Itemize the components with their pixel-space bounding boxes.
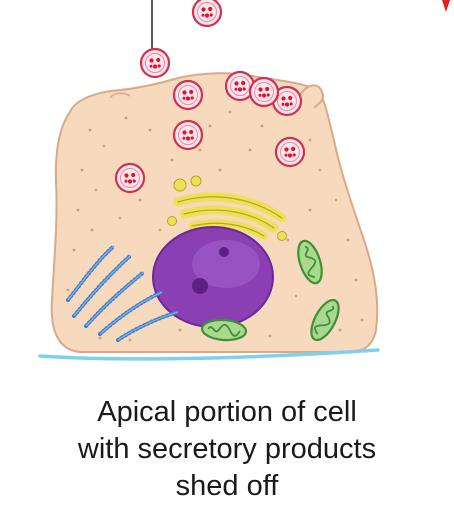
secretory-vesicle: [114, 162, 146, 194]
secretory-vesicle: [172, 119, 204, 151]
apical-bulges: [299, 84, 324, 109]
cytoplasm-granules: [66, 110, 364, 342]
basement-membrane: [38, 348, 380, 361]
apical-fold: [109, 92, 131, 99]
caption-line-1: Apical portion of cell: [97, 396, 357, 428]
nucleus-highlight: [192, 240, 260, 288]
nucleolus: [219, 247, 229, 257]
shed-vesicle: [191, 0, 223, 28]
rer-lumen: [67, 245, 179, 341]
apical-vesicle: [172, 79, 204, 111]
nucleolus: [192, 278, 208, 294]
caption-line-3: shed off: [175, 470, 279, 502]
golgi-apparatus: [173, 192, 287, 240]
caption-line-2: with secretory products: [77, 433, 377, 465]
golgi-vesicles: [167, 175, 287, 241]
secretory-vesicle: [274, 136, 306, 168]
apical-vesicle: [248, 76, 280, 108]
accent-mark: [442, 0, 450, 12]
figure-caption: Apical portion of cell with secretory pr…: [0, 394, 454, 505]
shed-vesicle: [139, 47, 171, 79]
